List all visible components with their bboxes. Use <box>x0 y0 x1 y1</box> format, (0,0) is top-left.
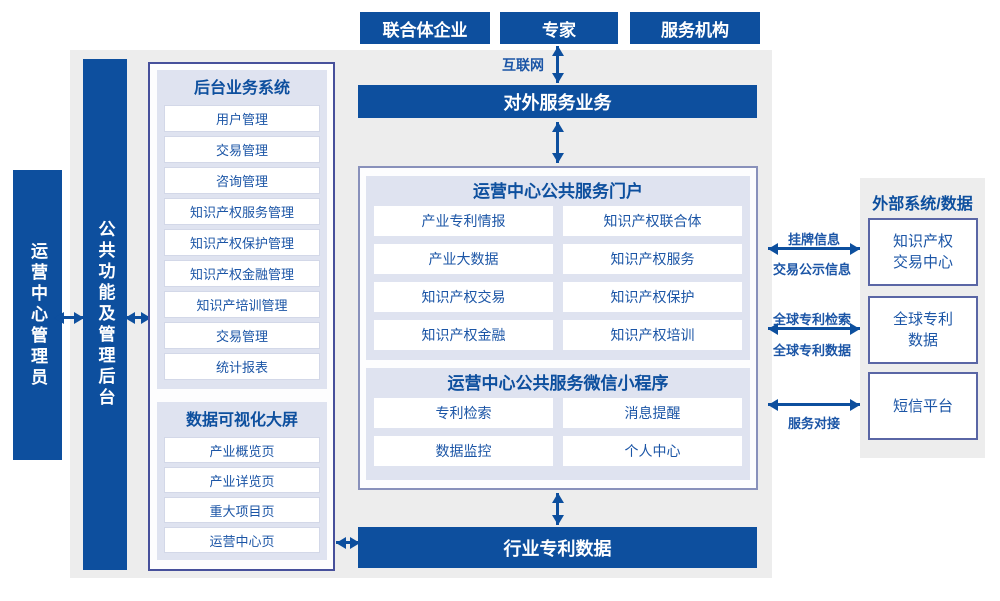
portal-title: 运营中心公共服务门户 <box>473 182 643 201</box>
external-box-line: 知识产权 <box>892 233 953 250</box>
internet-label: 互联网 <box>502 57 544 73</box>
arrow-portal-industry <box>556 493 559 525</box>
miniprogram-item: 消息提醒 <box>563 398 742 428</box>
backend-system-title: 后台业务系统 <box>193 80 290 97</box>
external-service-label: 对外服务业务 <box>503 92 612 113</box>
arrow-internet <box>556 46 559 83</box>
dashboard-item: 重大项目页 <box>164 497 320 523</box>
backend-item: 知识产权服务管理 <box>164 198 320 225</box>
portal-item: 产业大数据 <box>374 244 553 274</box>
arrow-admin-backend <box>54 316 84 319</box>
backend-system-section: 后台业务系统 用户管理 交易管理 咨询管理 知识产权服务管理 知识产权保护管理 … <box>157 70 327 389</box>
miniprogram-item: 数据监控 <box>374 436 553 466</box>
dashboard-item: 产业概览页 <box>164 437 320 463</box>
label-listing-info: 挂牌信息 <box>787 232 840 247</box>
external-box-global-patent: 全球专利 数据 <box>868 296 978 364</box>
dashboard-item: 运营中心页 <box>164 527 320 553</box>
backend-item: 统计报表 <box>164 353 320 380</box>
miniprogram-title: 运营中心公共服务微信小程序 <box>447 374 669 393</box>
arrow-service-portal <box>556 122 559 163</box>
portal-section: 运营中心公共服务门户 产业专利情报 知识产权联合体 产业大数据 知识产权服务 知… <box>366 176 750 360</box>
arrow-sms-platform <box>768 403 860 406</box>
portal-item: 知识产权服务 <box>563 244 742 274</box>
external-box-line: 全球专利 <box>892 311 953 328</box>
backend-item: 交易管理 <box>164 322 320 349</box>
external-service-bar: 对外服务业务 <box>358 85 757 118</box>
backend-bar: 公共功能及管理后台 <box>83 59 127 570</box>
portal-item: 知识产权金融 <box>374 320 553 350</box>
label-transaction-publicity: 交易公示信息 <box>772 262 851 277</box>
external-box-sms: 短信平台 <box>868 372 978 440</box>
arrow-global-patent <box>768 327 860 330</box>
industry-data-label: 行业专利数据 <box>503 538 612 559</box>
miniprogram-item: 专利检索 <box>374 398 553 428</box>
backend-bar-label: 公共功能及管理后台 <box>95 220 115 409</box>
actor-consortium-box: 联合体企业 <box>360 12 490 44</box>
external-box-line: 交易中心 <box>892 254 953 271</box>
actor-service-org-label: 服务机构 <box>661 20 729 40</box>
external-box-ip-exchange: 知识产权 交易中心 <box>868 218 978 286</box>
external-systems-title: 外部系统/数据 <box>872 196 973 213</box>
external-box-line: 短信平台 <box>892 397 953 415</box>
portal-item: 产业专利情报 <box>374 206 553 236</box>
backend-item: 交易管理 <box>164 136 320 163</box>
label-global-patent-search: 全球专利检索 <box>772 312 851 327</box>
label-service-connection: 服务对接 <box>787 416 840 431</box>
backend-item: 知识产权保护管理 <box>164 229 320 256</box>
arrow-panel-industry <box>336 541 360 544</box>
admin-bar-label: 运营中心管理员 <box>28 241 47 389</box>
actor-expert-box: 专家 <box>500 12 618 44</box>
actor-consortium-label: 联合体企业 <box>382 20 468 40</box>
dashboard-title: 数据可视化大屏 <box>185 412 298 429</box>
miniprogram-item: 个人中心 <box>563 436 742 466</box>
portal-item: 知识产权联合体 <box>563 206 742 236</box>
label-global-patent-data: 全球专利数据 <box>772 343 851 358</box>
backend-item: 知识产权金融管理 <box>164 260 320 287</box>
portal-item: 知识产权保护 <box>563 282 742 312</box>
portal-item: 知识产权交易 <box>374 282 553 312</box>
backend-item: 知识产培训管理 <box>164 291 320 318</box>
actor-service-org-box: 服务机构 <box>630 12 760 44</box>
arrow-ip-exchange <box>768 247 860 250</box>
industry-data-bar: 行业专利数据 <box>358 527 757 568</box>
dashboard-item: 产业详览页 <box>164 467 320 493</box>
dashboard-section: 数据可视化大屏 产业概览页 产业详览页 重大项目页 运营中心页 <box>157 402 327 560</box>
backend-item: 用户管理 <box>164 105 320 132</box>
portal-item: 知识产权培训 <box>563 320 742 350</box>
external-box-line: 数据 <box>907 332 938 349</box>
miniprogram-section: 运营中心公共服务微信小程序 专利检索 消息提醒 数据监控 个人中心 <box>366 368 750 480</box>
actor-expert-label: 专家 <box>542 20 576 40</box>
arrow-backend-panel <box>125 316 151 319</box>
backend-item: 咨询管理 <box>164 167 320 194</box>
